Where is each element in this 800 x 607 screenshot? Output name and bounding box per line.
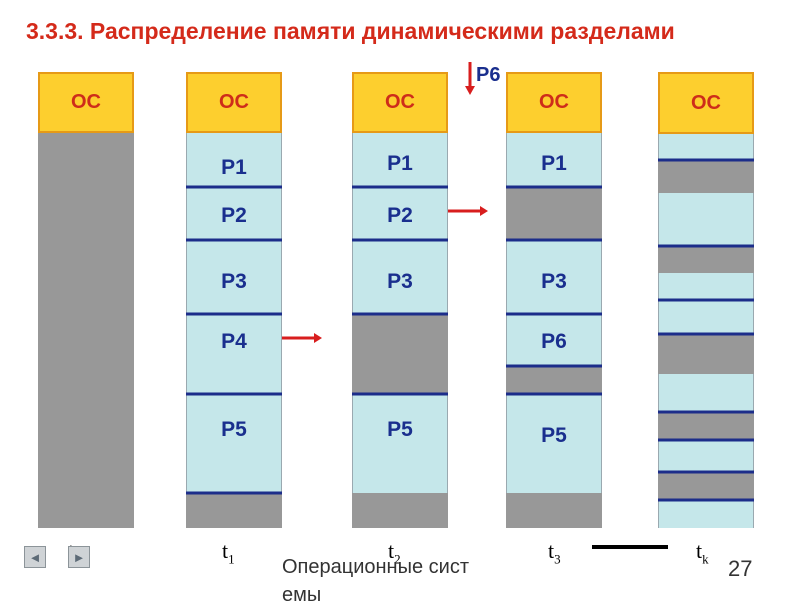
occupied-block bbox=[658, 300, 754, 334]
free-memory-block bbox=[38, 133, 134, 528]
free-memory-block bbox=[186, 493, 282, 528]
occupied-block bbox=[658, 193, 754, 246]
memory-column-t3: ОС P1 P3 P6 P5 bbox=[506, 72, 602, 528]
free-memory-block bbox=[506, 366, 602, 394]
partition-p1 bbox=[506, 133, 602, 187]
partition-p5 bbox=[186, 394, 282, 493]
occupied-block bbox=[658, 273, 754, 300]
os-block: ОС bbox=[38, 72, 134, 133]
occupied-block bbox=[658, 134, 754, 160]
partition-p3 bbox=[352, 240, 448, 314]
partition-label-p3: P3 bbox=[387, 270, 413, 293]
os-block: ОС bbox=[658, 72, 754, 134]
free-memory-block bbox=[352, 493, 448, 528]
os-block: ОС bbox=[186, 72, 282, 133]
p4-removed-arrow bbox=[282, 333, 322, 343]
partition-label-p3: P3 bbox=[221, 270, 247, 293]
p2-removed-arrow bbox=[448, 206, 488, 216]
free-memory-block bbox=[658, 472, 754, 500]
partition-label-p2: P2 bbox=[387, 204, 413, 227]
partition-p3 bbox=[186, 240, 282, 314]
partition-p4 bbox=[186, 314, 282, 394]
time-gap-line bbox=[592, 545, 668, 549]
partition-label-p4: P4 bbox=[221, 330, 247, 353]
occupied-block bbox=[658, 374, 754, 412]
partition-p1 bbox=[352, 133, 448, 187]
forward-arrow-icon: ► bbox=[72, 549, 86, 565]
free-memory-block bbox=[658, 160, 754, 193]
partition-label-p1: P1 bbox=[387, 152, 413, 175]
occupied-block bbox=[658, 500, 754, 528]
back-button[interactable]: ◄ bbox=[24, 546, 46, 568]
partition-p5 bbox=[506, 394, 602, 493]
partition-label-p1: P1 bbox=[541, 152, 567, 175]
partition-p6 bbox=[506, 314, 602, 366]
footer-text-continued: емы bbox=[282, 584, 322, 606]
slide-title: 3.3.3. Распределение памяти динамическим… bbox=[26, 18, 675, 44]
partition-label-p3: P3 bbox=[541, 270, 567, 293]
free-memory-block bbox=[506, 187, 602, 240]
free-memory-block bbox=[658, 334, 754, 374]
free-memory-block bbox=[506, 493, 602, 528]
free-memory-block bbox=[658, 412, 754, 440]
memory-column-t0: ОС bbox=[38, 72, 134, 528]
free-memory-block bbox=[352, 314, 448, 394]
footer-text: Операционные сист bbox=[282, 556, 469, 578]
partition-label-p1: P1 bbox=[221, 156, 247, 179]
time-label-t1: t1 bbox=[222, 538, 235, 567]
back-arrow-icon: ◄ bbox=[28, 549, 42, 565]
partition-p2 bbox=[186, 187, 282, 240]
partition-label-p6: P6 bbox=[541, 330, 567, 353]
time-label-t3: t3 bbox=[548, 538, 561, 567]
os-block: ОС bbox=[352, 72, 448, 133]
partition-p1 bbox=[186, 133, 282, 187]
memory-column-tk: ОС bbox=[658, 72, 754, 528]
time-label-t2: t2 bbox=[388, 538, 401, 567]
partition-label-p2: P2 bbox=[221, 204, 247, 227]
memory-column-t2: ОС P1 P2 P3 P5 bbox=[352, 72, 448, 528]
incoming-process-label: P6 bbox=[476, 64, 501, 86]
occupied-block bbox=[658, 440, 754, 472]
partition-p5 bbox=[352, 394, 448, 493]
free-memory-block bbox=[658, 246, 754, 273]
partition-label-p5: P5 bbox=[221, 418, 247, 441]
os-block: ОС bbox=[506, 72, 602, 133]
partition-boundaries bbox=[186, 158, 754, 502]
memory-column-t1: ОС P1 P2 P3 P4 P5 bbox=[186, 72, 282, 528]
partition-label-p5: P5 bbox=[541, 424, 567, 447]
partition-p3 bbox=[506, 240, 602, 314]
forward-button[interactable]: ► bbox=[68, 546, 90, 568]
partition-label-p5: P5 bbox=[387, 418, 413, 441]
p6-incoming-arrow bbox=[465, 62, 475, 95]
page-number: 27 bbox=[728, 556, 753, 581]
time-label-tk: tk bbox=[696, 538, 709, 567]
partition-p2 bbox=[352, 187, 448, 240]
